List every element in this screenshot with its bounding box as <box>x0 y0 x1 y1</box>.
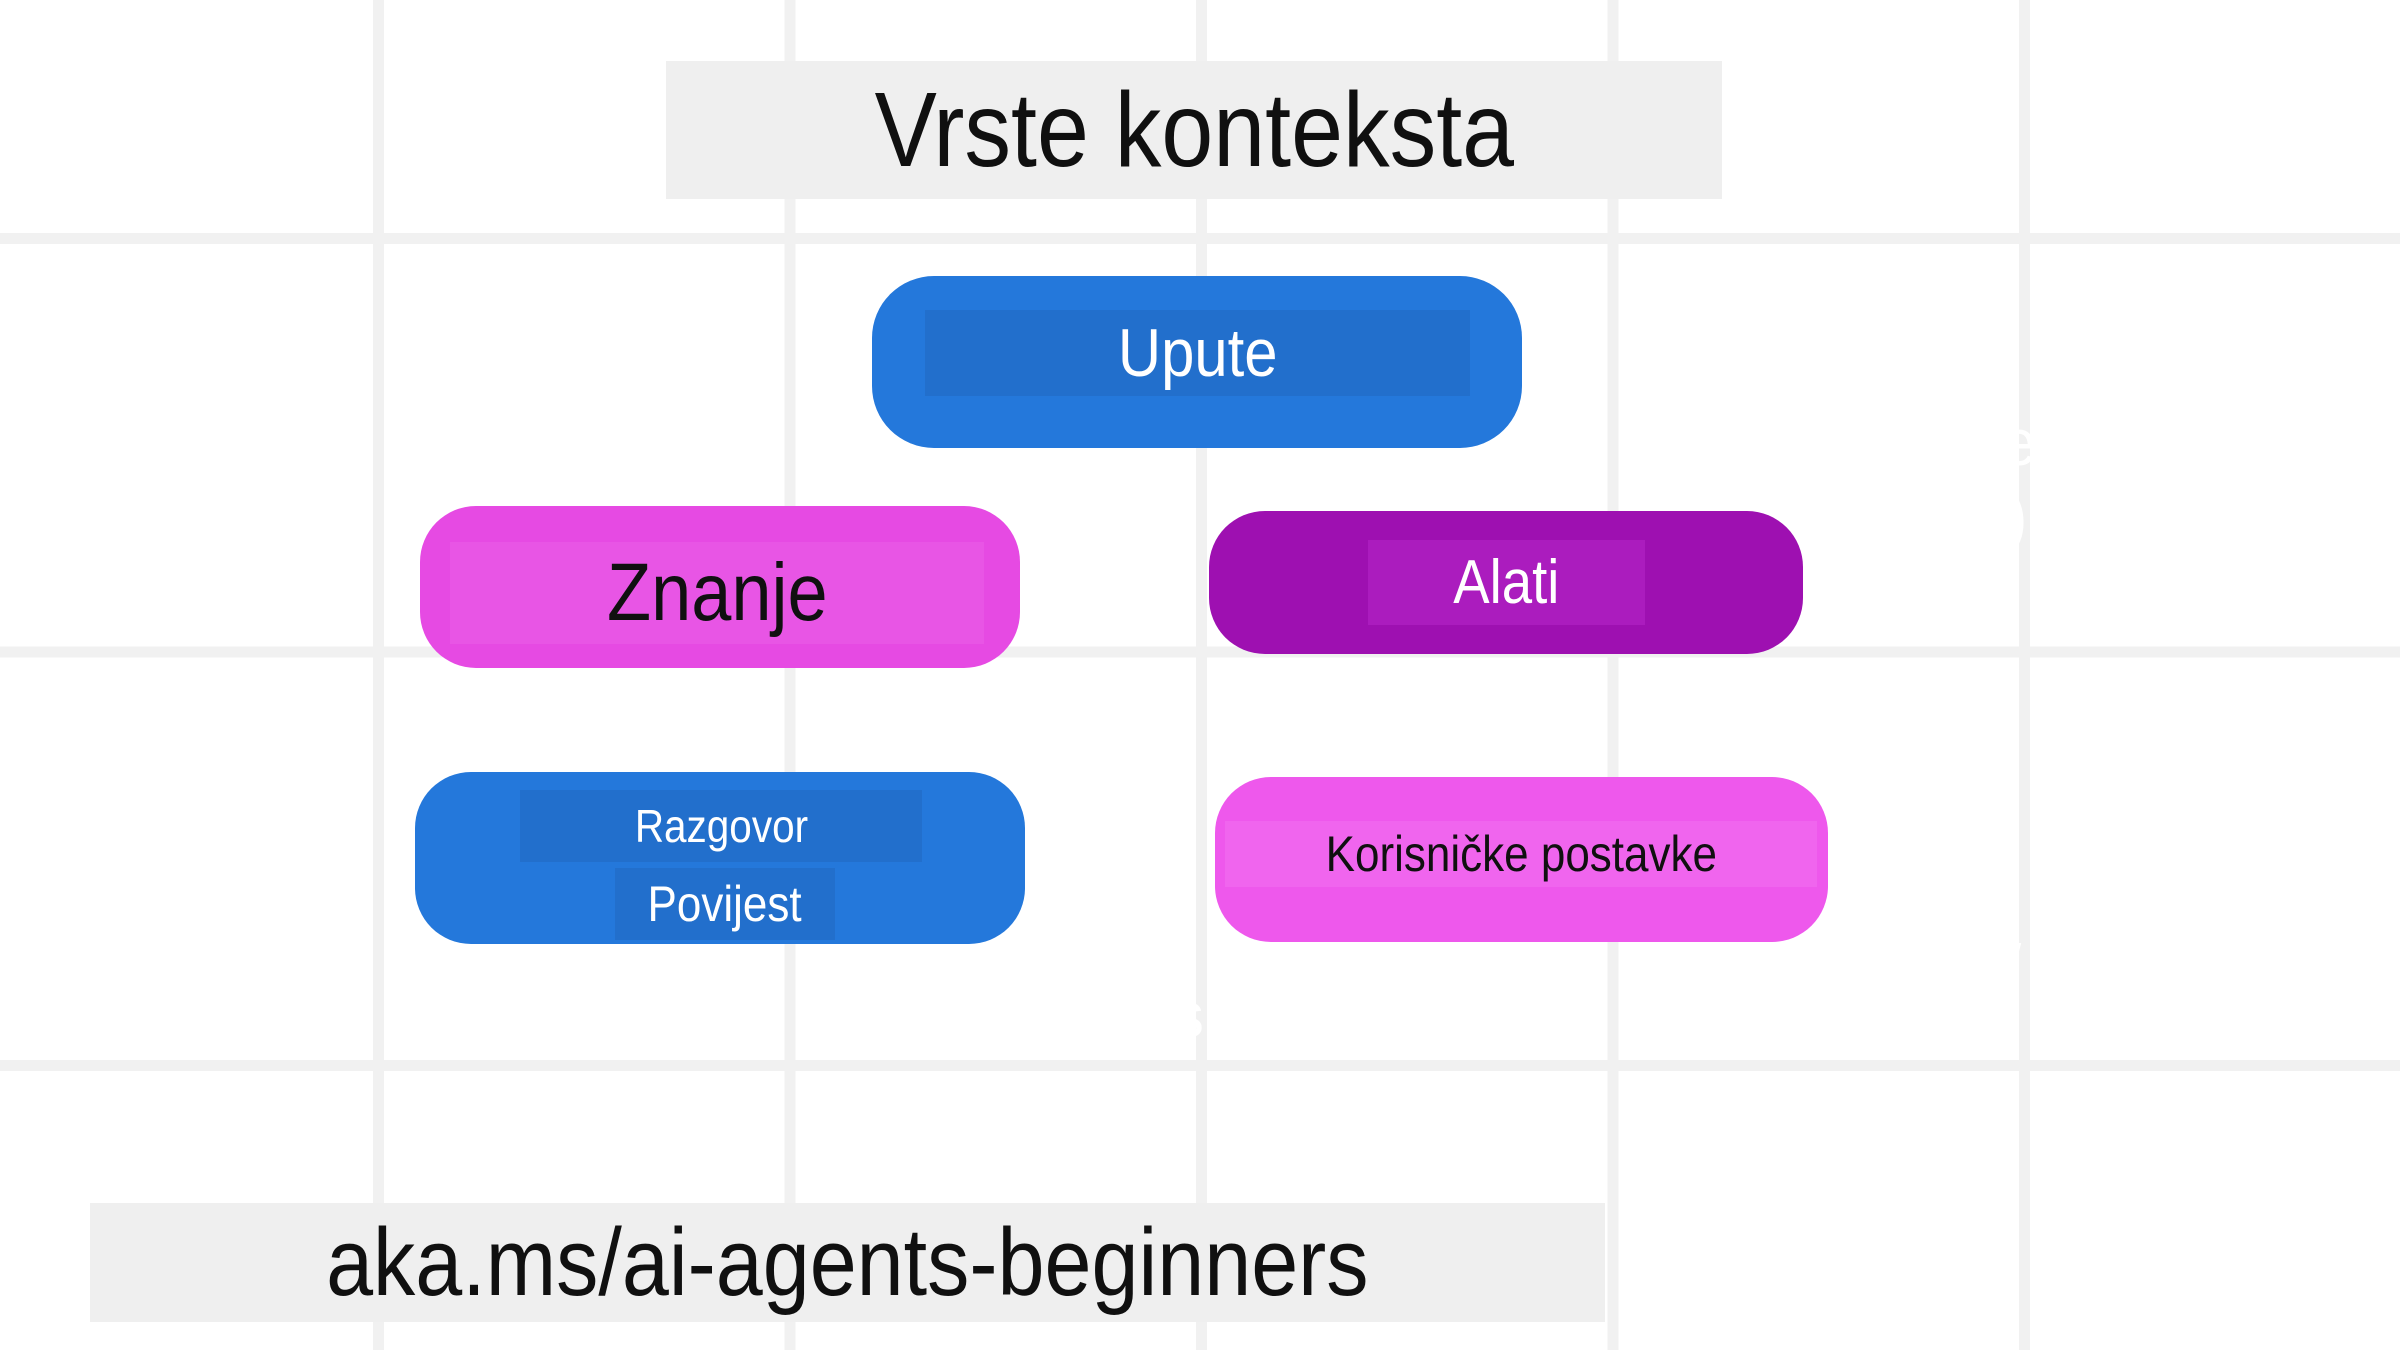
node-razgovor-label-line2: Povijest <box>647 876 803 932</box>
ghost-glyph: s <box>1172 979 1204 1051</box>
node-znanje-highlight: Znanje <box>450 542 984 644</box>
footer-link-box: aka.ms/ai-agents-beginners <box>90 1203 1605 1322</box>
node-znanje-label: Znanje <box>606 547 828 638</box>
slide-title-box: Vrste konteksta <box>666 61 1722 199</box>
node-korisnicke-label: Korisničke postavke <box>1325 826 1717 882</box>
node-razgovor-highlight-line1: Razgovor <box>520 790 922 862</box>
ghost-glyph: ) <box>2004 477 2028 557</box>
node-znanje: Znanje <box>420 506 1020 668</box>
footer-link: aka.ms/ai-agents-beginners <box>326 1208 1369 1316</box>
node-upute-highlight: Upute <box>925 310 1470 396</box>
node-razgovor-highlight-line2: Povijest <box>615 868 835 940</box>
node-alati-label: Alati <box>1453 548 1560 617</box>
node-razgovor-label-line1: Razgovor <box>634 800 808 852</box>
node-upute: Upute <box>872 276 1522 448</box>
node-alati: Alati <box>1209 511 1803 654</box>
slide-title: Vrste konteksta <box>874 70 1514 189</box>
node-alati-highlight: Alati <box>1368 540 1645 625</box>
node-korisnicke-highlight: Korisničke postavke <box>1225 821 1817 887</box>
node-razgovor-povijest: Razgovor Povijest <box>415 772 1025 944</box>
ghost-glyph: / <box>1999 929 2022 1018</box>
node-upute-label: Upute <box>1117 315 1278 391</box>
ghost-glyph: e <box>2000 405 2037 479</box>
node-korisnicke-postavke: Korisničke postavke <box>1215 777 1828 942</box>
